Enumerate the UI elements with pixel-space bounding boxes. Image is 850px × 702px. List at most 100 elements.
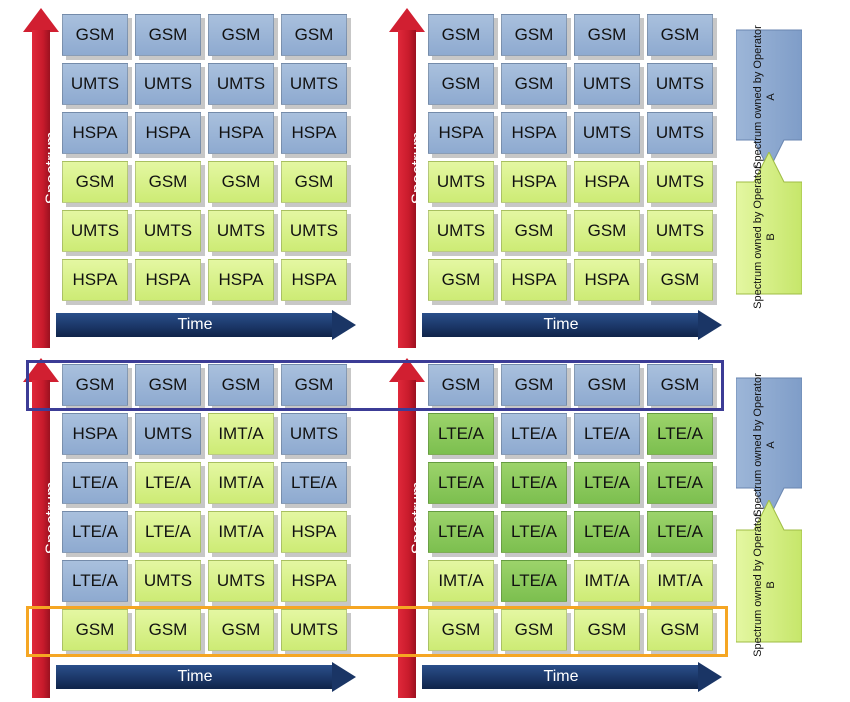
spectrum-cell: UMTS bbox=[647, 63, 713, 105]
spectrum-cell: LTE/A bbox=[574, 511, 640, 553]
spectrum-cell: LTE/A bbox=[574, 462, 640, 504]
spectrum-cell: UMTS bbox=[135, 63, 201, 105]
spectrum-cell: GSM bbox=[574, 14, 640, 56]
operator-a-label: Spectrum owned by Operator A bbox=[752, 25, 777, 169]
spectrum-cell: LTE/A bbox=[501, 413, 567, 455]
spectrum-cell: GSM bbox=[574, 210, 640, 252]
spectrum-cell: GSM bbox=[574, 364, 640, 406]
spectrum-cell: LTE/A bbox=[428, 511, 494, 553]
operator-a-arrow: Spectrum owned by Operator A bbox=[736, 22, 802, 172]
spectrum-cell: GSM bbox=[428, 259, 494, 301]
spectrum-cell: HSPA bbox=[281, 560, 347, 602]
time-axis-arrow: Time bbox=[422, 662, 722, 692]
spectrum-cell: HSPA bbox=[62, 112, 128, 154]
spectrum-cell: UMTS bbox=[281, 609, 347, 651]
spectrum-cell: UMTS bbox=[62, 210, 128, 252]
spectrum-cell: GSM bbox=[281, 161, 347, 203]
spectrum-cell: GSM bbox=[135, 14, 201, 56]
spectrum-cell: HSPA bbox=[501, 161, 567, 203]
spectrum-cell: LTE/A bbox=[428, 462, 494, 504]
spectrum-cell: UMTS bbox=[281, 413, 347, 455]
spectrum-cell: HSPA bbox=[501, 112, 567, 154]
time-axis-label: Time bbox=[543, 316, 579, 333]
spectrum-cell: GSM bbox=[62, 609, 128, 651]
spectrum-cell: GSM bbox=[647, 609, 713, 651]
spectrum-cell: LTE/A bbox=[135, 511, 201, 553]
spectrum-cell: LTE/A bbox=[647, 511, 713, 553]
spectrum-cell: HSPA bbox=[135, 259, 201, 301]
spectrum-cell: UMTS bbox=[281, 63, 347, 105]
spectrum-cell: HSPA bbox=[208, 259, 274, 301]
spectrum-cell: HSPA bbox=[574, 259, 640, 301]
spectrum-cell: GSM bbox=[501, 609, 567, 651]
spectrum-cell: GSM bbox=[428, 14, 494, 56]
spectrum-cell: IMT/A bbox=[208, 413, 274, 455]
time-axis-label: Time bbox=[177, 668, 213, 685]
spectrum-cell: UMTS bbox=[647, 161, 713, 203]
spectrum-cell: GSM bbox=[428, 609, 494, 651]
operator-b-arrow: Spectrum owned by Operator B bbox=[736, 500, 802, 657]
spectrum-cell: UMTS bbox=[208, 210, 274, 252]
spectrum-cell: GSM bbox=[574, 609, 640, 651]
common-gsm-highlight-top bbox=[26, 360, 724, 411]
time-axis-arrow: Time bbox=[422, 310, 722, 340]
spectrum-cell: GSM bbox=[647, 14, 713, 56]
spectrum-cell: LTE/A bbox=[62, 511, 128, 553]
spectrum-cell: LTE/A bbox=[62, 560, 128, 602]
spectrum-cell: UMTS bbox=[208, 63, 274, 105]
spectrum-cell: GSM bbox=[647, 259, 713, 301]
spectrum-cell: HSPA bbox=[574, 161, 640, 203]
spectrum-cell: HSPA bbox=[208, 112, 274, 154]
spectrum-cell: GSM bbox=[281, 14, 347, 56]
spectrum-cell: IMT/A bbox=[208, 511, 274, 553]
spectrum-cell: GSM bbox=[62, 161, 128, 203]
spectrum-cell: UMTS bbox=[135, 413, 201, 455]
spectrum-cell: LTE/A bbox=[501, 511, 567, 553]
spectrum-cell: HSPA bbox=[62, 259, 128, 301]
spectrum-cell: LTE/A bbox=[281, 462, 347, 504]
spectrum-cell: GSM bbox=[208, 14, 274, 56]
operator-b-arrow: Spectrum owned by Operator B bbox=[736, 152, 802, 309]
spectrum-cell: HSPA bbox=[428, 112, 494, 154]
spectrum-cell: HSPA bbox=[62, 413, 128, 455]
spectrum-axis-arrow: Spectrum bbox=[389, 8, 427, 348]
spectrum-axis-label: Spectrum bbox=[408, 481, 427, 555]
spectrum-cell: GSM bbox=[501, 14, 567, 56]
spectrum-cell: IMT/A bbox=[428, 560, 494, 602]
spectrum-cell: GSM bbox=[501, 364, 567, 406]
spectrum-cell: UMTS bbox=[647, 112, 713, 154]
spectrum-cell: LTE/A bbox=[428, 413, 494, 455]
spectrum-cell: UMTS bbox=[647, 210, 713, 252]
spectrum-cell: UMTS bbox=[281, 210, 347, 252]
time-axis-arrow: Time bbox=[56, 662, 356, 692]
spectrum-axis-label: Spectrum bbox=[42, 481, 61, 555]
spectrum-cell: HSPA bbox=[135, 112, 201, 154]
spectrum-axis-label: Spectrum bbox=[42, 131, 61, 205]
time-axis-label: Time bbox=[177, 316, 213, 333]
spectrum-cell: IMT/A bbox=[647, 560, 713, 602]
spectrum-axis-label: Spectrum bbox=[408, 131, 427, 205]
spectrum-cell: GSM bbox=[135, 161, 201, 203]
spectrum-cell: GSM bbox=[135, 609, 201, 651]
spectrum-cell: IMT/A bbox=[208, 462, 274, 504]
spectrum-cell: UMTS bbox=[135, 560, 201, 602]
spectrum-cell: UMTS bbox=[428, 210, 494, 252]
time-axis-label: Time bbox=[543, 668, 579, 685]
operator-a-arrow: Spectrum owned by Operator A bbox=[736, 370, 802, 520]
spectrum-cell: HSPA bbox=[281, 112, 347, 154]
spectrum-cell: GSM bbox=[428, 364, 494, 406]
spectrum-cell: LTE/A bbox=[135, 462, 201, 504]
spectrum-cell: UMTS bbox=[62, 63, 128, 105]
operator-b-label: Spectrum owned by Operator B bbox=[752, 513, 777, 657]
spectrum-cell: GSM bbox=[501, 210, 567, 252]
spectrum-cell: GSM bbox=[62, 364, 128, 406]
common-gsm-highlight-bottom bbox=[26, 606, 728, 657]
spectrum-cell: GSM bbox=[135, 364, 201, 406]
spectrum-cell: GSM bbox=[428, 63, 494, 105]
